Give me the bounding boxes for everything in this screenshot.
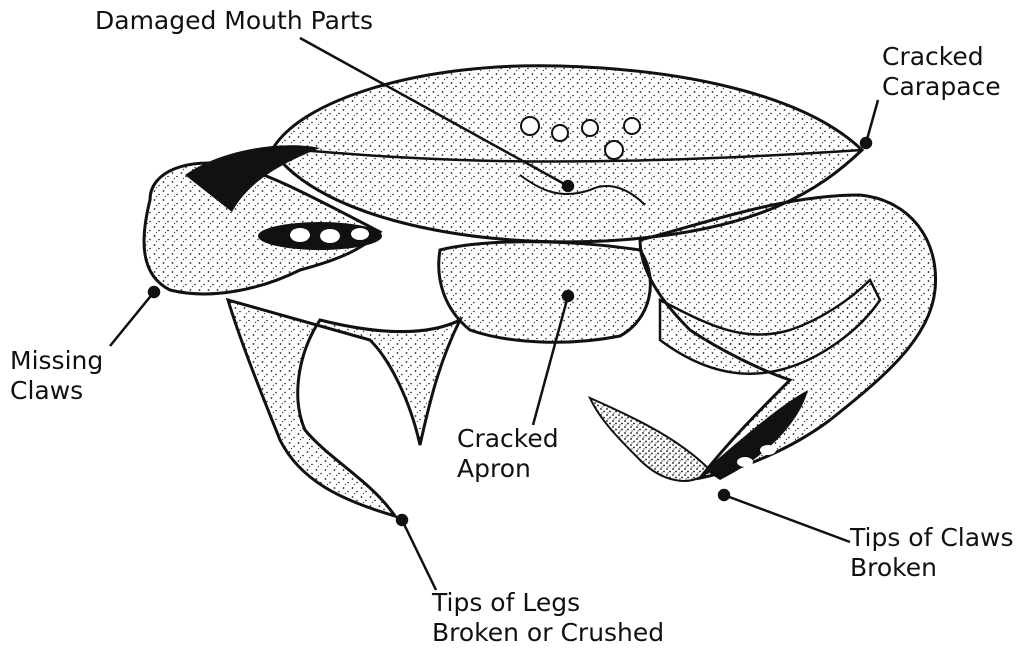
left-legs: [228, 300, 460, 516]
label-missing-claws: Missing Claws: [10, 346, 103, 406]
label-line: Broken: [850, 553, 1014, 583]
label-tips-of-claws: Tips of Claws Broken: [850, 523, 1014, 583]
label-line: Tips of Legs: [432, 588, 664, 618]
label-line: Tips of Claws: [850, 523, 1014, 553]
label-damaged-mouth-parts: Damaged Mouth Parts: [95, 6, 373, 36]
label-cracked-carapace: Cracked Carapace: [882, 42, 1001, 102]
right-claw-finger: [590, 398, 710, 481]
label-line: Cracked: [457, 424, 559, 454]
label-line: Missing: [10, 346, 103, 376]
label-line: Broken or Crushed: [432, 618, 664, 648]
label-line: Carapace: [882, 72, 1001, 102]
label-line: Apron: [457, 454, 559, 484]
label-tips-of-legs: Tips of Legs Broken or Crushed: [432, 588, 664, 648]
label-line: Claws: [10, 376, 103, 406]
apron-shape: [439, 242, 651, 343]
label-cracked-apron: Cracked Apron: [457, 424, 559, 484]
label-line: Damaged Mouth Parts: [95, 6, 373, 36]
label-line: Cracked: [882, 42, 1001, 72]
